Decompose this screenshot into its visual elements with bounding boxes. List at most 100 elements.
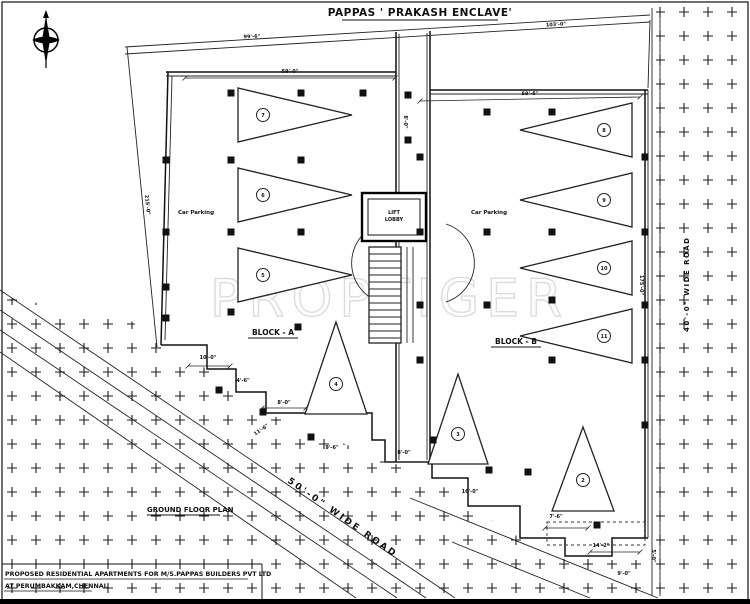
dimension-tick: [637, 94, 643, 100]
dimension-tick: [259, 405, 265, 411]
column-marker: [162, 314, 170, 322]
dimension-text: 8'-0": [402, 115, 408, 129]
column-marker: [483, 301, 491, 309]
stall-number: 8: [602, 128, 606, 134]
stall-circle: [597, 193, 611, 207]
car-parking-label-a: Car Parking: [178, 210, 214, 216]
column-marker: [641, 356, 649, 364]
stall-circle: [329, 377, 343, 391]
column-marker: [641, 153, 649, 161]
column-marker: [162, 283, 170, 291]
dimension-tick: [303, 405, 309, 411]
column-marker: [297, 89, 305, 97]
stall-number: 9: [602, 198, 606, 204]
dimension-text: 7'-6": [549, 514, 563, 520]
project-title-block: PROPOSED RESIDENTIAL APARTMENTS FOR M/S.…: [2, 563, 271, 599]
parking-ramp-triangle: [237, 247, 353, 303]
dimension-text: 14'-2": [593, 543, 610, 549]
dimension-tick: [637, 549, 643, 555]
lift-box: [360, 191, 428, 243]
parking-ramp-triangle: [551, 425, 615, 512]
project-description-line2: AT PERUMBAKKAM,CHENNAI.: [5, 583, 108, 590]
project-description-line1: PROPOSED RESIDENTIAL APARTMENTS FOR M/S.…: [5, 571, 271, 578]
stall-number: 2: [581, 478, 585, 484]
column-marker: [227, 156, 235, 164]
stall-circle: [451, 427, 465, 441]
stall-circle: [597, 329, 611, 343]
setback-dashed-line: [546, 521, 646, 546]
dimension-tick: [417, 98, 423, 104]
column-marker: [297, 228, 305, 236]
column-marker: [227, 228, 235, 236]
parking-ramp-triangle: [237, 87, 353, 143]
dimension-text: 16'-0": [462, 489, 479, 495]
north-compass-icon: [32, 10, 60, 68]
dimension-text: 59'-6": [522, 91, 539, 97]
stall-circle: [597, 123, 611, 137]
block-b-label: BLOCK - B: [495, 337, 537, 346]
parking-ramp-triangle: [519, 240, 633, 296]
block-b-outline: [430, 89, 649, 557]
dimension-tick: [585, 525, 591, 531]
dimension-text: 10'-0": [200, 355, 217, 361]
dimension-tick: [392, 75, 398, 81]
column-marker: [297, 156, 305, 164]
stall-number: 10: [601, 266, 608, 272]
parking-ramp-triangle: [519, 308, 633, 364]
stall-number: 11: [601, 334, 608, 340]
column-marker: [548, 228, 556, 236]
column-marker: [641, 228, 649, 236]
column-marker: [227, 308, 235, 316]
stall-number: 5: [261, 273, 265, 279]
sheet-border-bottom: [0, 599, 750, 604]
car-parking-label-b: Car Parking: [471, 210, 507, 216]
stall-circle: [597, 261, 611, 275]
dimension-text: 5'-0": [650, 549, 656, 563]
drawing-label: GROUND FLOOR PLAN: [147, 506, 234, 514]
road-hatch-area-left: [0, 296, 648, 598]
column-marker: [162, 228, 170, 236]
stall-circle: [256, 108, 270, 122]
column-marker: [215, 386, 223, 394]
dimension-tick: [227, 363, 233, 369]
road-right-label: 40'-0" WIDE ROAD: [683, 237, 691, 332]
column-marker: [524, 468, 532, 476]
column-marker: [227, 89, 235, 97]
column-grid: [162, 89, 649, 529]
column-marker: [548, 296, 556, 304]
dimension-text: 8'-0": [277, 400, 291, 406]
column-marker: [483, 228, 491, 236]
column-marker: [593, 521, 601, 529]
road-right-lines: [651, 8, 661, 596]
column-marker: [416, 301, 424, 309]
column-marker: [416, 356, 424, 364]
parking-ramp-triangle: [427, 371, 489, 465]
column-marker: [429, 436, 437, 444]
column-marker: [641, 421, 649, 429]
column-marker: [416, 153, 424, 161]
stair-treads: [369, 253, 401, 339]
column-marker: [404, 91, 412, 99]
dimension-text: 9'-6": [325, 445, 339, 451]
column-marker: [294, 323, 302, 331]
dimension-text: 99'-6": [243, 34, 260, 41]
dimensions: 99'-6"103'-0"59'-0"59'-6"8'-0"215'-0"175…: [143, 21, 656, 577]
dimension-text: 9'-0": [617, 571, 631, 577]
drawing-title: PAPPAS ' PRAKASH ENCLAVE': [328, 7, 512, 19]
dimension-tick: [542, 525, 548, 531]
column-marker: [359, 89, 367, 97]
lift-box-inner: [367, 198, 421, 236]
dimension-text: 215'-0": [143, 195, 151, 216]
dimension-text: 4'-6": [236, 378, 250, 384]
road-bottom-lines: [0, 289, 659, 599]
road-right-label-group: 40'-0" WIDE ROAD: [683, 237, 691, 332]
column-marker: [485, 466, 493, 474]
road-hatch-area-right: [656, 6, 746, 598]
column-marker: [548, 356, 556, 364]
lift-label-line1: LIFT: [388, 210, 400, 216]
central-core: [351, 31, 475, 463]
block-a-outline: [160, 71, 432, 463]
